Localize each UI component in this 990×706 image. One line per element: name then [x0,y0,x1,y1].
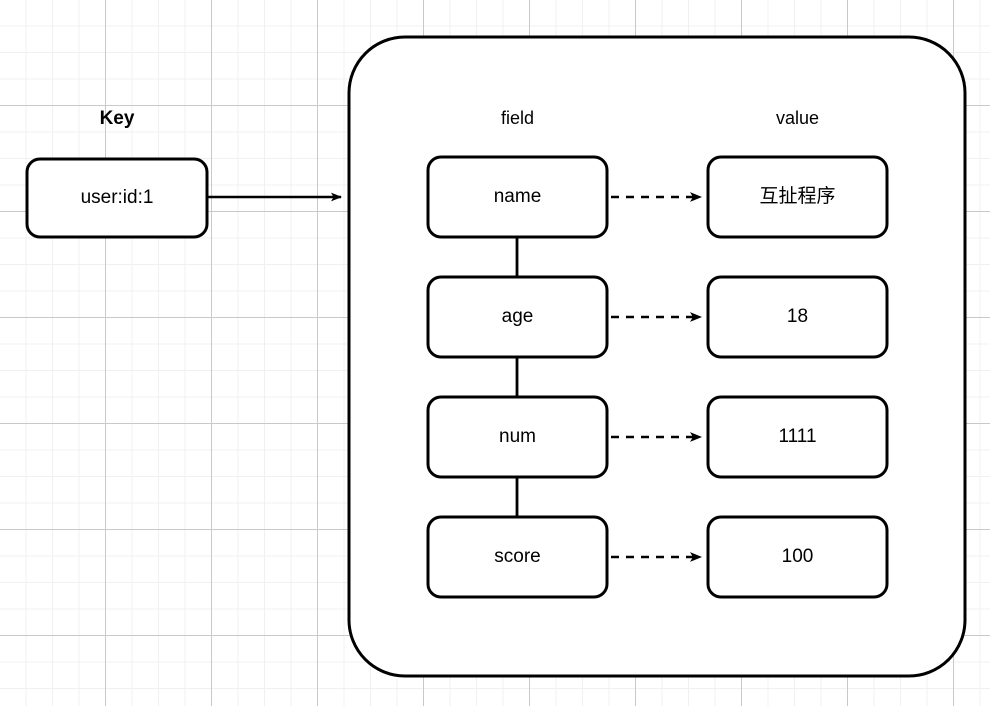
field-box-num[interactable] [426,395,609,479]
field-box-name[interactable] [426,155,609,239]
field-column-header: field [500,108,535,128]
value-box-num[interactable] [706,395,889,479]
field-box-age[interactable] [426,275,609,359]
value-box-name[interactable] [706,155,889,239]
key-node-box[interactable] [25,157,209,239]
value-box-age[interactable] [706,275,889,359]
value-box-score[interactable] [706,515,889,599]
field-box-score[interactable] [426,515,609,599]
key-section-title: Key [99,108,135,129]
value-column-header: value [775,108,820,128]
